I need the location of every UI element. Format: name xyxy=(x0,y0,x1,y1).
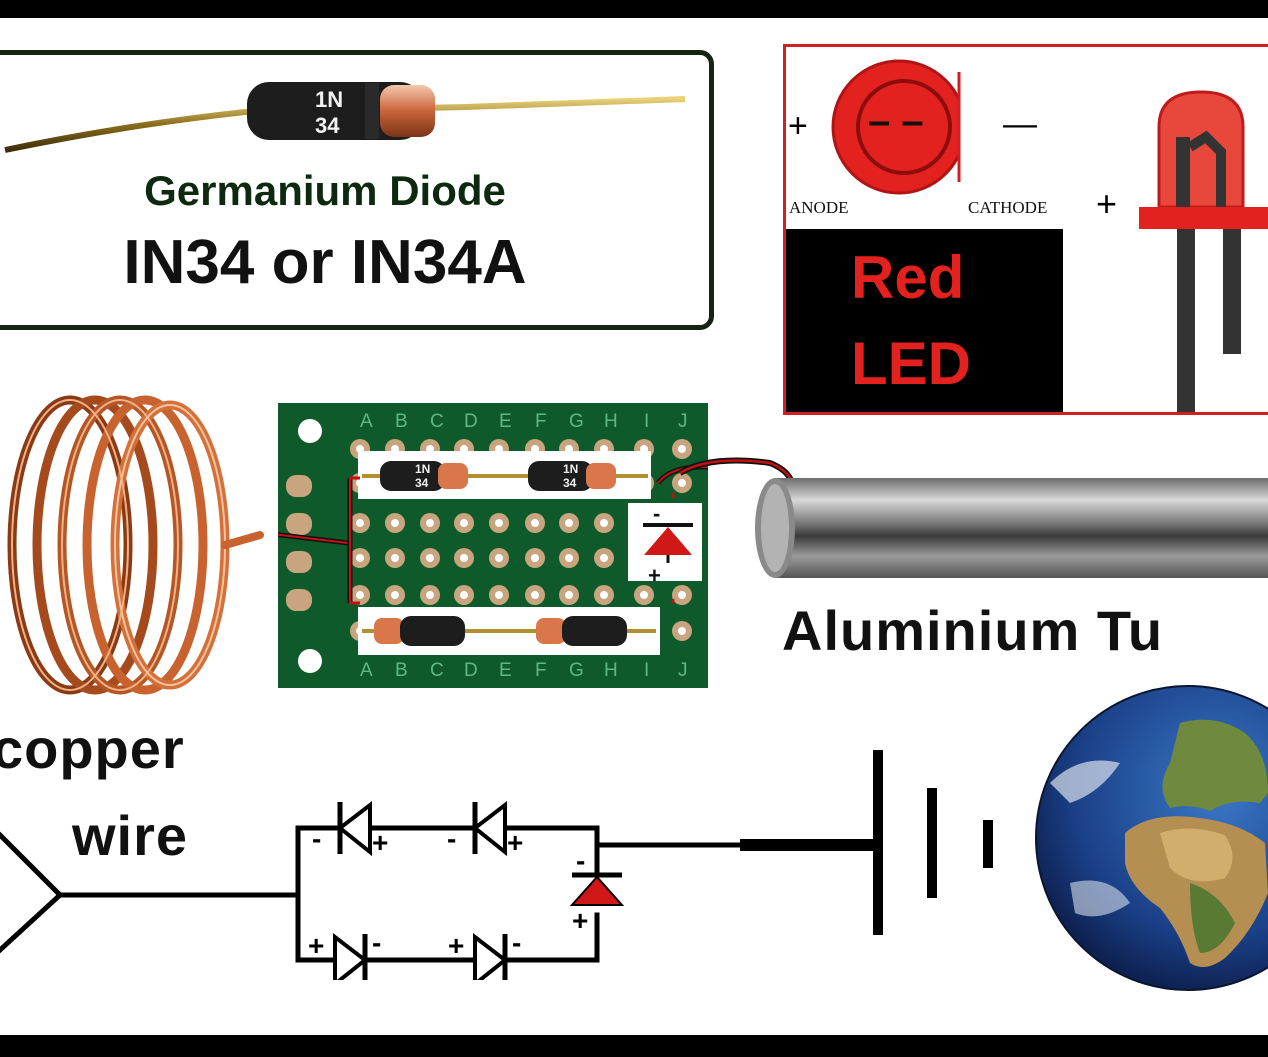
board-pad-hole xyxy=(600,591,608,599)
schematic-minus: - xyxy=(447,823,456,854)
board-pad-hole xyxy=(600,519,608,527)
board-col-label: I xyxy=(644,660,649,681)
board-col-label: A xyxy=(360,660,373,681)
schematic-plus: + xyxy=(372,827,388,858)
board-pad-hole xyxy=(678,591,686,599)
board-pad-hole xyxy=(495,554,503,562)
board-pad-hole xyxy=(495,519,503,527)
board-col-label: H xyxy=(604,411,618,432)
germanium-diode-card: 1N 34 Germanium Diode IN34 or IN34A xyxy=(0,50,714,330)
board-pad-hole xyxy=(426,554,434,562)
cathode-label: CATHODE xyxy=(968,198,1048,217)
board-diode2-marking-bottom: 34 xyxy=(563,476,577,490)
diode-symbol xyxy=(336,800,372,857)
board-pad-hole xyxy=(391,554,399,562)
led-flat-mark: – – xyxy=(868,99,924,143)
board-col-label: C xyxy=(430,660,444,681)
schematic-led-plus: + xyxy=(572,905,588,936)
antenna-line-lower xyxy=(0,891,64,954)
anode-label: ANODE xyxy=(789,198,849,217)
board-col-label: B xyxy=(395,660,408,681)
led-label-led: LED xyxy=(851,330,971,397)
led-label-red: Red xyxy=(851,244,965,311)
top-border-bar xyxy=(0,0,1268,18)
board-col-label: J xyxy=(678,660,688,681)
diode-marking-bottom: 34 xyxy=(315,113,340,138)
board-pad-hole xyxy=(356,591,364,599)
diode-symbol xyxy=(471,800,507,857)
led-label-panel: Red LED xyxy=(786,229,1063,412)
board-diode2-marking-top: 1N xyxy=(563,462,578,476)
board-col-label: D xyxy=(464,660,478,681)
board-pad-hole xyxy=(678,479,686,487)
board-pad-hole xyxy=(495,591,503,599)
germanium-diode-photo: 1N 34 xyxy=(4,82,686,153)
led-top-view xyxy=(831,59,989,195)
aluminium-tube xyxy=(755,478,1268,578)
circuit-schematic: - + - + + - + - - + xyxy=(0,750,993,980)
schematic-minus: - xyxy=(372,927,381,958)
red-led-card: + — – – ANODE CATHODE Red LED + xyxy=(783,44,1268,415)
board-pad-hole xyxy=(565,591,573,599)
board-pad-hole xyxy=(565,554,573,562)
board-pad-hole xyxy=(678,445,686,453)
board-led-plus: + xyxy=(648,563,661,588)
diode-marking-top: 1N xyxy=(315,87,343,112)
board-pad-hole xyxy=(426,519,434,527)
board-col-label: F xyxy=(535,411,547,432)
board-pad-hole xyxy=(391,591,399,599)
led-minus-sign: — xyxy=(1003,105,1037,143)
board-col-label: D xyxy=(464,411,478,432)
board-col-label: E xyxy=(499,660,512,681)
antenna-line-upper xyxy=(0,831,64,899)
coil-label-line1: copper xyxy=(0,717,185,780)
board-col-label: G xyxy=(569,411,584,432)
schematic-minus: - xyxy=(312,823,321,854)
led-lead-plus-sign: + xyxy=(1096,183,1118,224)
led-side-view xyxy=(1139,90,1268,412)
copper-coil-photo xyxy=(7,395,264,695)
board-pad-hole xyxy=(426,591,434,599)
bottom-border-bar xyxy=(0,1035,1268,1057)
board-diode1-marking-top: 1N xyxy=(415,462,430,476)
board-pad-hole xyxy=(565,519,573,527)
earth-globe xyxy=(1035,685,1268,991)
diode-symbol xyxy=(473,932,509,980)
schematic-plus: + xyxy=(308,930,324,961)
board-pad-hole xyxy=(678,627,686,635)
board-col-label: G xyxy=(569,660,584,681)
schematic-plus: + xyxy=(507,827,523,858)
board-pad-hole xyxy=(531,519,539,527)
board-led-minus: - xyxy=(653,501,660,526)
board-pad-hole xyxy=(531,591,539,599)
board-pad-hole xyxy=(391,519,399,527)
board-pad-hole xyxy=(600,554,608,562)
board-pad-hole xyxy=(640,591,648,599)
board-pad-hole xyxy=(356,519,364,527)
board-col-label: F xyxy=(535,660,547,681)
board-diode1-marking-bottom: 34 xyxy=(415,476,429,490)
diode-part-number: IN34 or IN34A xyxy=(123,228,527,297)
diode-title: Germanium Diode xyxy=(144,167,506,214)
board-col-label: J xyxy=(678,411,688,432)
schematic-plus: + xyxy=(448,930,464,961)
board-col-label: I xyxy=(644,411,649,432)
board-col-label: C xyxy=(430,411,444,432)
tube-label: Aluminium Tu xyxy=(782,599,1164,662)
schematic-minus: - xyxy=(512,927,521,958)
board-pad-hole xyxy=(356,554,364,562)
coil-label-line2: wire xyxy=(72,804,189,867)
board-pad-hole xyxy=(460,519,468,527)
diode-symbol xyxy=(333,932,369,980)
board-col-label: E xyxy=(499,411,512,432)
led-plus-sign: + xyxy=(788,107,808,145)
schematic-led-minus: - xyxy=(576,845,585,876)
board-col-label: B xyxy=(395,411,408,432)
board-pad-hole xyxy=(460,591,468,599)
board-pad-hole xyxy=(531,554,539,562)
board-col-label: A xyxy=(360,411,373,432)
board-col-label: H xyxy=(604,660,618,681)
board-pad-hole xyxy=(460,554,468,562)
perfboard: A B C D E F G H I J A B C D E F G H I J … xyxy=(278,403,708,688)
